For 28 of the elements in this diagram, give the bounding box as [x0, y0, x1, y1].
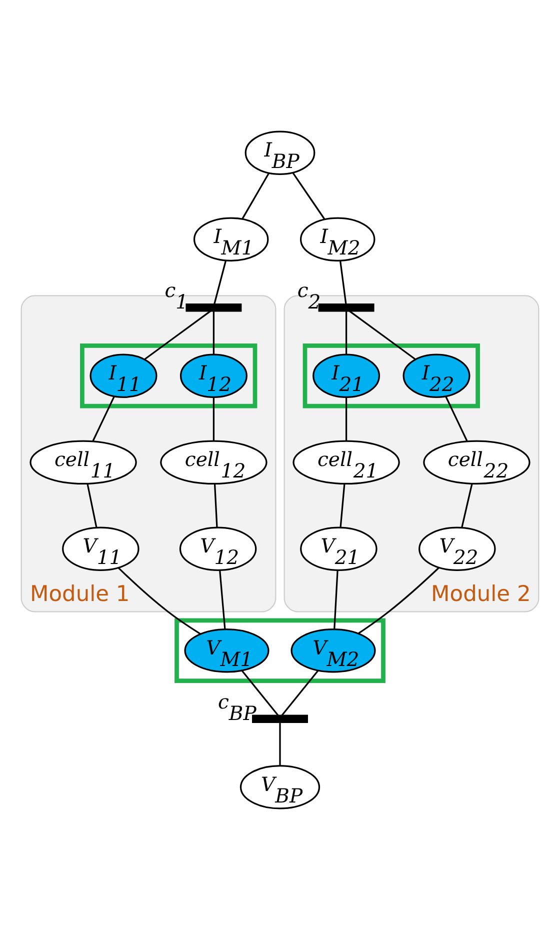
- connector: [279, 722, 281, 766]
- connector: [144, 310, 212, 360]
- connector: [445, 396, 468, 442]
- node-bar: [186, 304, 242, 312]
- connector: [358, 567, 440, 634]
- connector: [242, 173, 270, 220]
- cluster: [80, 344, 258, 408]
- connector: [242, 670, 279, 716]
- connector: [214, 260, 226, 304]
- connector: [461, 484, 473, 528]
- connector: [212, 310, 215, 354]
- connector: [334, 570, 338, 629]
- connector: [219, 570, 226, 630]
- connector: [86, 484, 98, 528]
- connector: [345, 398, 348, 441]
- node-bar: [318, 304, 374, 312]
- connector: [281, 670, 318, 716]
- connector: [348, 310, 416, 360]
- cluster: [302, 344, 480, 408]
- connector: [214, 484, 218, 528]
- cluster: [174, 618, 386, 684]
- connector: [212, 398, 215, 441]
- connector: [345, 310, 348, 354]
- connector: [340, 260, 347, 304]
- connector: [118, 567, 201, 635]
- connector: [92, 396, 115, 442]
- connector: [292, 172, 326, 220]
- connector: [340, 484, 346, 528]
